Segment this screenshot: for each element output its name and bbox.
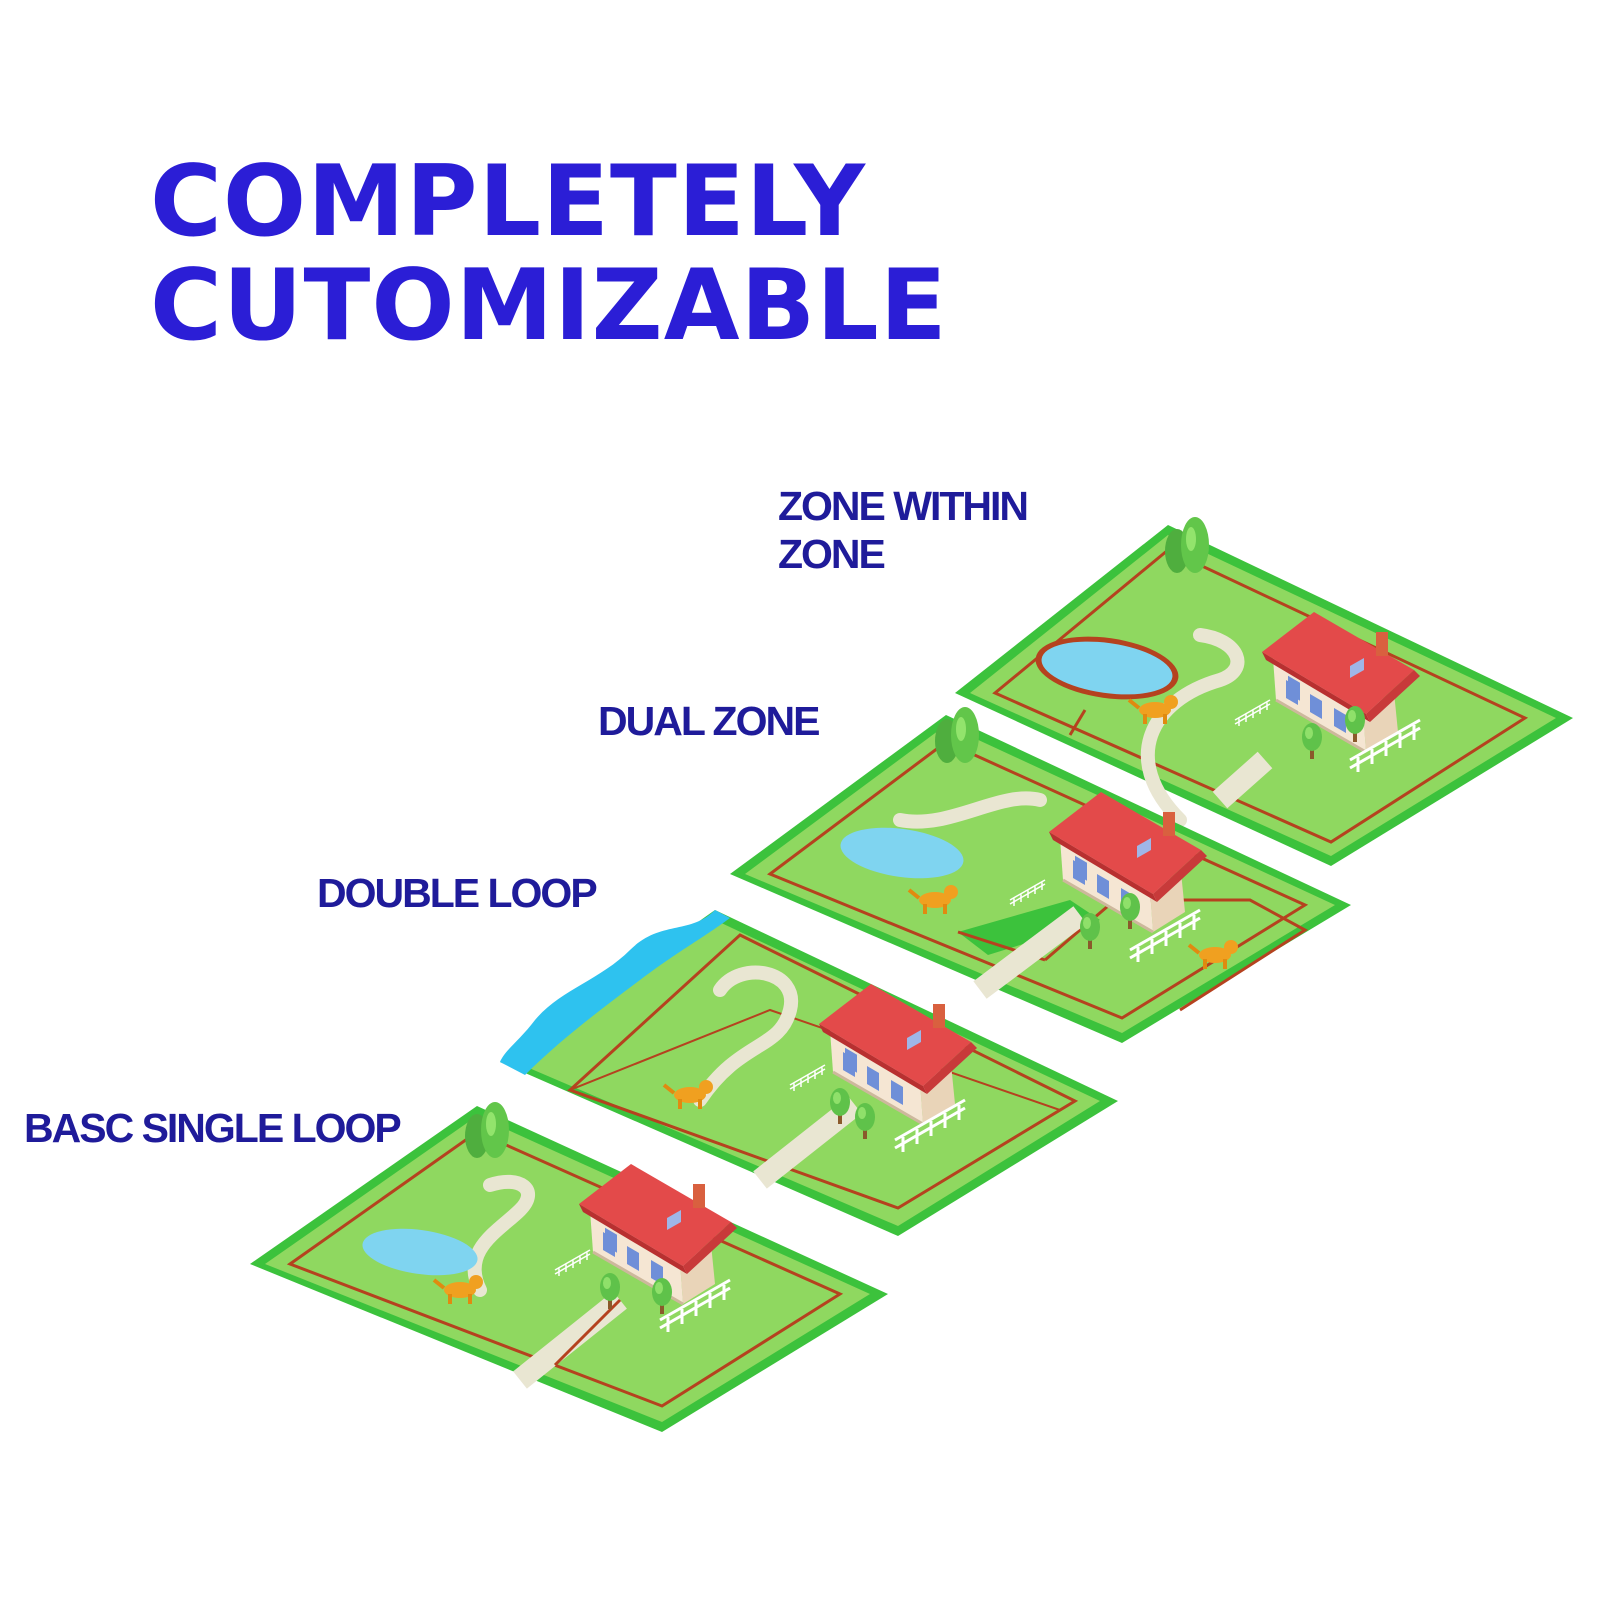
headline: COMPLETELY CUTOMIZABLE (150, 150, 948, 358)
yard-single-loop (250, 1102, 888, 1432)
label-zone-within-zone: ZONE WITHIN ZONE (778, 483, 1029, 577)
label-single-loop: BASC SINGLE LOOP (24, 1105, 402, 1151)
headline-line-2: CUTOMIZABLE (150, 249, 948, 363)
yard-dual-zone (730, 707, 1351, 1043)
tree-icon (1165, 517, 1209, 573)
label-double-loop: DOUBLE LOOP (317, 870, 598, 916)
yard-zone-within-zone (955, 517, 1573, 866)
river-icon (500, 910, 730, 1075)
yard-double-loop (500, 910, 1118, 1236)
label-dual-zone: DUAL ZONE (598, 698, 820, 744)
pond-icon (362, 1228, 478, 1276)
tree-icon (935, 707, 979, 763)
pond-icon (840, 827, 964, 879)
headline-line-1: COMPLETELY (150, 145, 866, 259)
